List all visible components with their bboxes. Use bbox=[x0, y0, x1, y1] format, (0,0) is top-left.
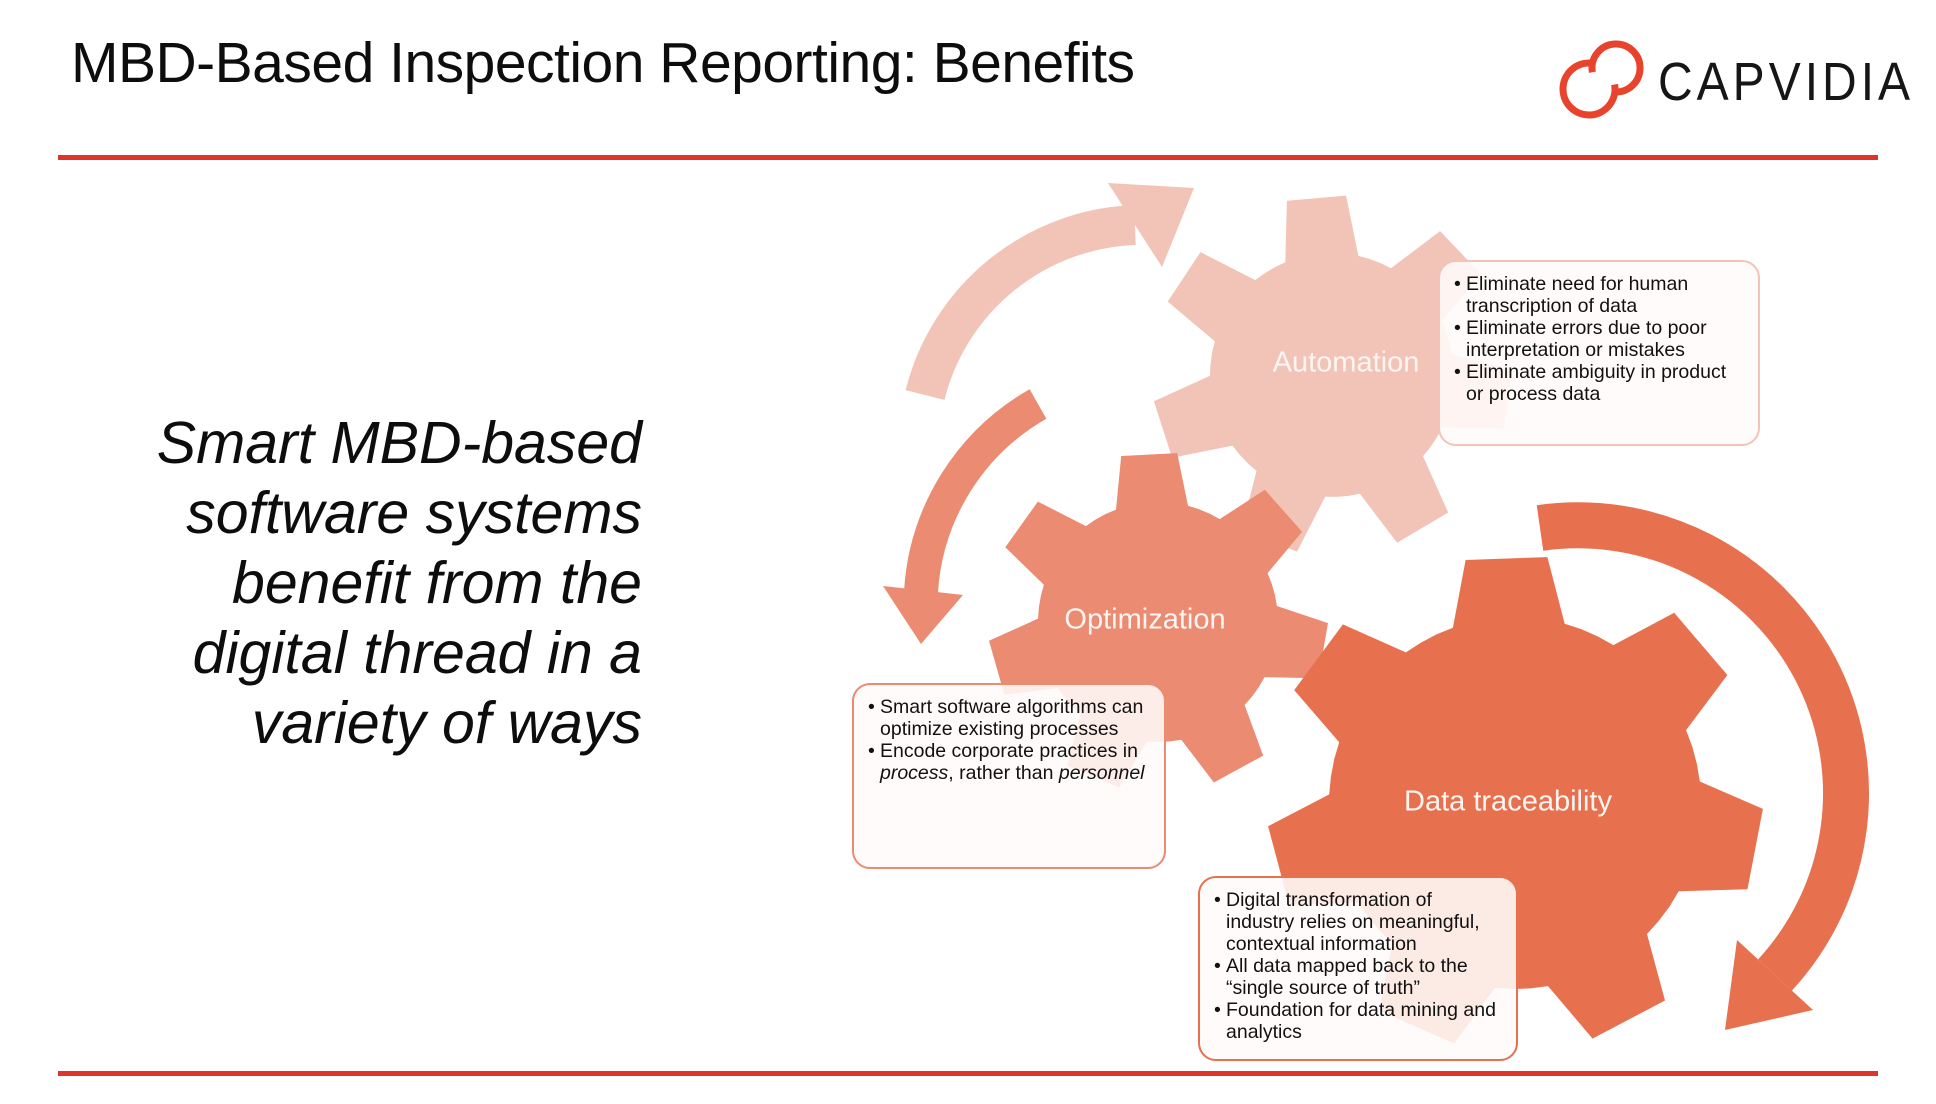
bullet-item: Eliminate errors due to poor interpretat… bbox=[1453, 317, 1745, 361]
optimization-gear-label: Optimization bbox=[1064, 603, 1226, 636]
page-title: MBD-Based Inspection Reporting: Benefits bbox=[71, 31, 1135, 95]
bullet-item: Digital transformation of industry relie… bbox=[1213, 889, 1503, 955]
bullet-item: Smart software algorithms can optimize e… bbox=[867, 696, 1151, 740]
bullet-item: Encode corporate practices in process, r… bbox=[867, 740, 1151, 784]
intro-line: benefit from the bbox=[232, 550, 642, 616]
data-traceability-cycle-arrow bbox=[1536, 502, 1869, 991]
data-traceability-callout: Digital transformation of industry relie… bbox=[1198, 876, 1518, 1061]
data-traceability-gear-label: Data traceability bbox=[1404, 785, 1612, 818]
automation-bullet-list: Eliminate need for human transcription o… bbox=[1453, 273, 1745, 405]
automation-cycle-arrowhead bbox=[1108, 183, 1194, 267]
bullet-item: All data mapped back to the “single sour… bbox=[1213, 955, 1503, 999]
bottom-divider bbox=[58, 1071, 1878, 1076]
automation-gear-label: Automation bbox=[1272, 346, 1420, 379]
automation-gear bbox=[1153, 195, 1512, 552]
automation-callout: Eliminate need for human transcription o… bbox=[1438, 260, 1760, 446]
capvidia-logo-icon bbox=[1559, 40, 1644, 119]
logo-large-c bbox=[1559, 59, 1619, 119]
intro-line: Smart MBD-based bbox=[156, 410, 642, 476]
bullet-item: Eliminate need for human transcription o… bbox=[1453, 273, 1745, 317]
optimization-cycle-arrowhead bbox=[883, 586, 963, 644]
optimization-callout: Smart software algorithms can optimize e… bbox=[852, 683, 1166, 869]
automation-cycle-arrow bbox=[905, 205, 1136, 401]
intro-line: software systems bbox=[186, 480, 642, 546]
data-traceability-cycle-arrowhead bbox=[1725, 940, 1813, 1030]
intro-line: digital thread in a bbox=[192, 620, 642, 686]
bullet-item: Eliminate ambiguity in product or proces… bbox=[1453, 361, 1745, 405]
capvidia-wordmark: CAPVIDIA bbox=[1658, 53, 1915, 113]
bullet-item: Foundation for data mining and analytics bbox=[1213, 999, 1503, 1043]
intro-line: variety of ways bbox=[251, 690, 642, 756]
optimization-cycle-arrow bbox=[904, 389, 1047, 594]
data-traceability-bullet-list: Digital transformation of industry relie… bbox=[1213, 889, 1503, 1043]
capvidia-logo: CAPVIDIA bbox=[1556, 30, 1926, 134]
logo-small-c bbox=[1588, 40, 1644, 96]
top-divider bbox=[58, 155, 1878, 160]
optimization-bullet-list: Smart software algorithms can optimize e… bbox=[867, 696, 1151, 784]
